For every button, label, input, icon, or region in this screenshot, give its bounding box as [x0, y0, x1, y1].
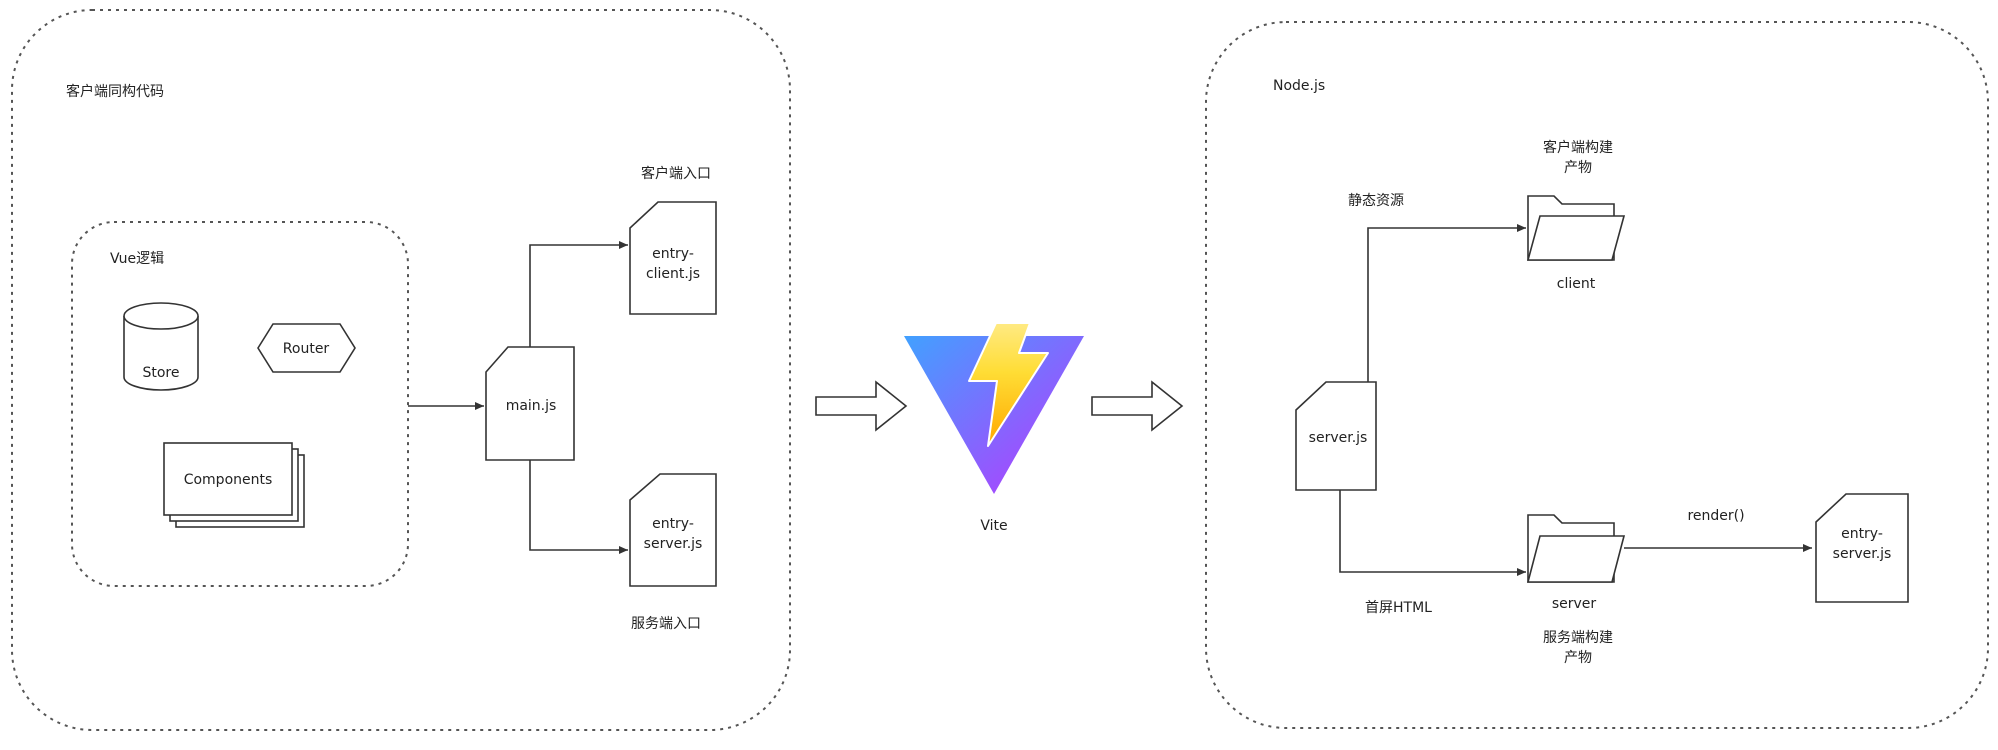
vite-label: Vite: [980, 518, 1007, 534]
client-build-caption-line2: 产物: [1564, 160, 1592, 176]
server-to-server-folder-arrow: [1339, 490, 1526, 576]
static-assets-label: 静态资源: [1348, 193, 1404, 209]
client-panel-title: 客户端同构代码: [66, 83, 164, 100]
main-js-label: main.js: [506, 398, 557, 414]
node-entry-server-name-line2: server.js: [1833, 546, 1892, 562]
entry-server-file-icon: entry- server.js: [629, 473, 717, 587]
client-code-panel: 客户端同构代码 Vue逻辑 Store Router Components: [11, 9, 791, 731]
vue-group-border: [71, 221, 409, 587]
server-to-client-folder-arrow: [1367, 224, 1526, 382]
client-folder-label: client: [1557, 276, 1596, 292]
client-panel-border: [11, 9, 791, 731]
node-panel-title: Node.js: [1273, 78, 1325, 94]
server-js-file-icon: server.js: [1295, 381, 1377, 491]
vue-group-title: Vue逻辑: [110, 251, 164, 267]
main-to-entry-client-arrow: [529, 241, 628, 347]
router-label: Router: [283, 341, 330, 357]
build-flow-arrow-right: [1091, 380, 1184, 432]
entry-server-caption: 服务端入口: [631, 616, 701, 632]
first-screen-html-label: 首屏HTML: [1365, 600, 1432, 616]
main-js-file-icon: main.js: [485, 346, 575, 461]
router-hexagon-icon: Router: [257, 323, 356, 373]
components-stack-icon: Components: [163, 442, 305, 528]
store-database-icon: Store: [123, 302, 199, 391]
node-entry-server-file-icon: entry- server.js: [1815, 493, 1909, 603]
entry-client-name-line1: entry-: [652, 246, 694, 262]
entry-client-file-icon: entry- client.js: [629, 201, 717, 315]
entry-client-caption: 客户端入口: [641, 165, 711, 182]
entry-server-name-line1: entry-: [652, 516, 694, 532]
vue-logic-group: Vue逻辑 Store Router Components: [71, 221, 409, 587]
store-label: Store: [142, 365, 179, 381]
client-build-caption-line1: 客户端构建: [1543, 139, 1613, 156]
node-entry-server-name-line1: entry-: [1841, 526, 1883, 542]
client-folder-icon: [1526, 195, 1626, 261]
entry-client-name-line2: client.js: [646, 266, 700, 282]
main-to-entry-server-arrow: [529, 460, 628, 554]
build-flow-arrow-left: [815, 380, 908, 432]
vite-logo-icon: [904, 322, 1084, 494]
components-label: Components: [184, 472, 273, 488]
node-panel-border: [1205, 21, 1989, 729]
server-build-caption-line2: 产物: [1564, 650, 1592, 666]
nodejs-panel: Node.js server.js 静态资源 首屏HTML 客户端构建 产物 c…: [1205, 21, 1989, 729]
server-js-label: server.js: [1309, 430, 1368, 446]
server-folder-icon: [1526, 514, 1626, 583]
server-folder-label: server: [1552, 596, 1597, 612]
server-build-caption-line1: 服务端构建: [1543, 630, 1613, 646]
render-call-label: render(): [1687, 508, 1744, 524]
entry-server-name-line2: server.js: [644, 536, 703, 552]
